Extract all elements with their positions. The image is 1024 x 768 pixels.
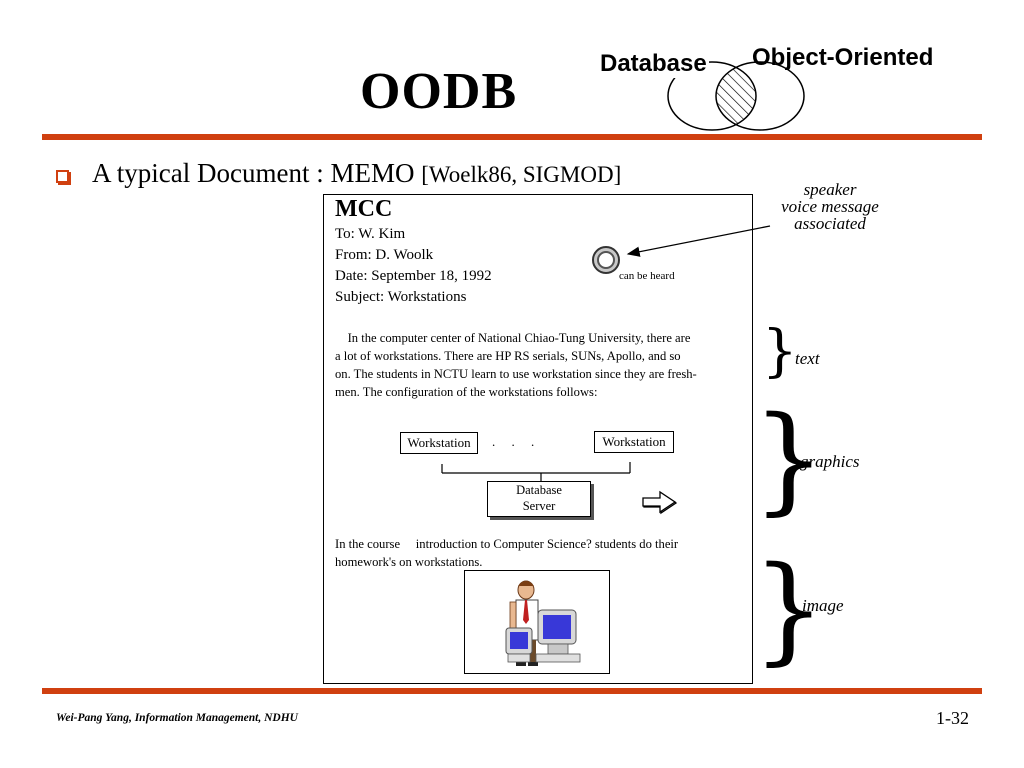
venn-label-object-oriented: Object-Oriented <box>752 44 934 71</box>
speaker-annotation-line1: speaker <box>803 180 857 199</box>
paragraph-line: a lot of workstations. There are HP RS s… <box>335 349 681 363</box>
venn-diagram <box>667 61 805 131</box>
bullet-line: A typical Document : MEMO [Woelk86, SIGM… <box>92 158 621 189</box>
paragraph-line: men. The configuration of the workstatio… <box>335 385 598 399</box>
paragraph-line: In the computer center of National Chiao… <box>335 331 691 345</box>
course-line: homework's on workstations. <box>335 555 483 569</box>
speaker-annotation-line3: associated <box>794 214 866 233</box>
arrow-right-icon <box>642 490 678 515</box>
brace-image: } <box>752 542 826 677</box>
annotation-graphics: graphics <box>800 452 860 471</box>
workstation-left-box: Workstation <box>400 432 478 454</box>
memo-image-frame <box>464 570 610 674</box>
bullet-text: A typical Document : MEMO <box>92 158 422 188</box>
venn-right-circle <box>715 61 805 131</box>
page-number: 1-32 <box>936 708 969 728</box>
memo-document <box>323 194 753 684</box>
voice-note-label: can be heard <box>619 270 675 282</box>
brace-graphics: } <box>752 392 826 527</box>
annotation-image: image <box>802 596 844 615</box>
person-computer-clipart <box>505 580 581 666</box>
venn-intersection <box>716 62 756 130</box>
speaker-ring-icon[interactable] <box>590 244 624 278</box>
database-server-box: Database Server <box>487 481 591 517</box>
bullet-square-icon <box>56 170 69 183</box>
top-divider <box>42 134 982 140</box>
server-label-line1: Database <box>516 483 562 497</box>
annotation-text: text <box>795 349 820 368</box>
venn-label-database: Database <box>600 50 709 78</box>
workstation-right-box: Workstation <box>594 431 674 453</box>
memo-from: From: D. Woolk <box>335 247 434 263</box>
speaker-annotation: speaker voice message associated <box>760 181 900 232</box>
workstation-left-label: Workstation <box>407 435 471 450</box>
workstation-right-label: Workstation <box>602 434 666 449</box>
bottom-divider <box>42 688 982 694</box>
memo-course-text: In the course introduction to Computer S… <box>335 535 678 571</box>
memo-date: Date: September 18, 1992 <box>335 268 492 284</box>
memo-to: To: W. Kim <box>335 226 406 242</box>
slide-title: OODB <box>360 63 518 120</box>
memo-paragraph: In the computer center of National Chiao… <box>335 329 697 401</box>
speaker-annotation-line2: voice message <box>781 197 879 216</box>
server-label-line2: Server <box>522 499 556 513</box>
brace-text: } <box>762 319 798 384</box>
footer-author: Wei-Pang Yang, Information Management, N… <box>56 712 298 724</box>
memo-subject: Subject: Workstations <box>335 289 467 305</box>
diagram-ellipsis: . . . <box>492 434 535 449</box>
course-line: In the course introduction to Computer S… <box>335 537 679 551</box>
paragraph-line: on. The students in NCTU learn to use wo… <box>335 367 697 381</box>
bullet-citation: [Woelk86, SIGMOD] <box>421 162 622 187</box>
memo-heading: MCC <box>335 196 393 222</box>
speaker-pointer-arrow <box>626 225 771 257</box>
venn-left-circle <box>667 61 757 131</box>
network-diagram-lines <box>441 462 631 482</box>
